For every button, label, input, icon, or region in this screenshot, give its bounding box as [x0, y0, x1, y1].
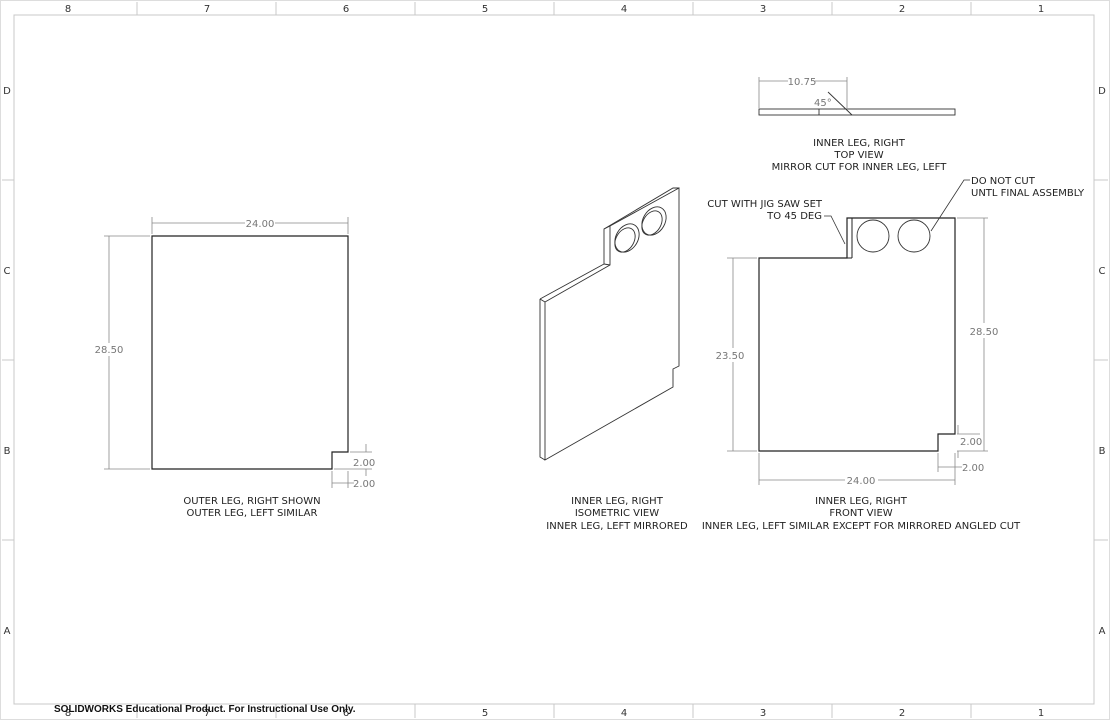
zone-label: 4: [621, 4, 627, 15]
zone-label: C: [1099, 266, 1106, 277]
dim-angle: 45°: [814, 98, 832, 109]
watermark: SOLIDWORKS Educational Product. For Inst…: [54, 704, 356, 715]
caption-line: INNER LEG, RIGHT: [571, 496, 664, 507]
zone-label: 8: [65, 4, 71, 15]
zone-label: 3: [760, 4, 766, 15]
dim-notch-height: 2.00: [960, 437, 982, 448]
zone-label: 4: [621, 708, 627, 719]
zone-label: D: [1098, 86, 1106, 97]
caption-line: INNER LEG, LEFT MIRRORED: [546, 521, 688, 532]
zone-label: 6: [343, 4, 349, 15]
caption-line: FRONT VIEW: [829, 508, 892, 519]
zone-label: 1: [1038, 4, 1044, 15]
caption-line: INNER LEG, LEFT SIMILAR EXCEPT FOR MIRRO…: [702, 521, 1021, 532]
outer-leg-view: 24.00 28.50 2.00 2.00 OUTER LEG, RIGHT S…: [95, 217, 375, 519]
zone-label: 5: [482, 708, 488, 719]
zone-label: A: [1099, 626, 1106, 637]
zone-label: C: [4, 266, 11, 277]
dim-height-total: 28.50: [970, 327, 999, 338]
dim-height-lower: 23.50: [716, 351, 745, 362]
top-view: 10.75 45°: [758, 77, 956, 116]
dim-notch-width: 2.00: [962, 463, 984, 474]
caption-line: OUTER LEG, LEFT SIMILAR: [187, 508, 318, 519]
caption-line: MIRROR CUT FOR INNER LEG, LEFT: [772, 162, 948, 173]
note-cut: TO 45 DEG: [766, 211, 822, 222]
zone-label: 8: [65, 708, 71, 719]
isometric-view: [539, 187, 680, 461]
sheet-inner-border: [13, 14, 1095, 705]
zone-label: 2: [899, 708, 905, 719]
caption-line: TOP VIEW: [833, 150, 883, 161]
dim-width: 24.00: [847, 476, 876, 487]
caption-line: INNER LEG, RIGHT: [815, 496, 908, 507]
caption-line: INNER LEG, RIGHT: [813, 138, 906, 149]
dim-notch-height: 2.00: [353, 458, 375, 469]
front-view: 28.50 23.50 24.00 2.00 2.00 CUT WITH JIG…: [707, 176, 1085, 487]
zone-label: 7: [204, 708, 210, 719]
zone-label: 5: [482, 4, 488, 15]
note-holes: DO NOT CUT: [971, 176, 1036, 187]
zone-label: B: [1099, 446, 1106, 457]
zone-label: 2: [899, 4, 905, 15]
zone-label: 6: [343, 708, 349, 719]
hole-2: [897, 219, 931, 253]
bottom-zone-labels: 8 7 6 5 4 3 2 1: [65, 708, 1044, 719]
dim-length: 10.75: [788, 77, 817, 88]
outer-leg-outline: [151, 235, 349, 470]
front-outline: [758, 217, 956, 452]
side-zone-labels: D C B A D C B A: [3, 86, 1106, 637]
zone-label: B: [4, 446, 11, 457]
zone-label: 1: [1038, 708, 1044, 719]
dim-height: 28.50: [95, 345, 124, 356]
note-holes: UNTL FINAL ASSEMBLY: [971, 188, 1085, 199]
note-cut: CUT WITH JIG SAW SET: [707, 199, 823, 210]
zone-label: 3: [760, 708, 766, 719]
top-zone-labels: 8 7 6 5 4 3 2 1: [65, 4, 1044, 15]
zone-label: D: [3, 86, 11, 97]
zone-label: 7: [204, 4, 210, 15]
caption-line: ISOMETRIC VIEW: [575, 508, 659, 519]
caption-line: OUTER LEG, RIGHT SHOWN: [183, 496, 320, 507]
dim-notch-width: 2.00: [353, 479, 375, 490]
zone-label: A: [4, 626, 11, 637]
dim-width: 24.00: [246, 219, 275, 230]
hole-1: [856, 219, 890, 253]
